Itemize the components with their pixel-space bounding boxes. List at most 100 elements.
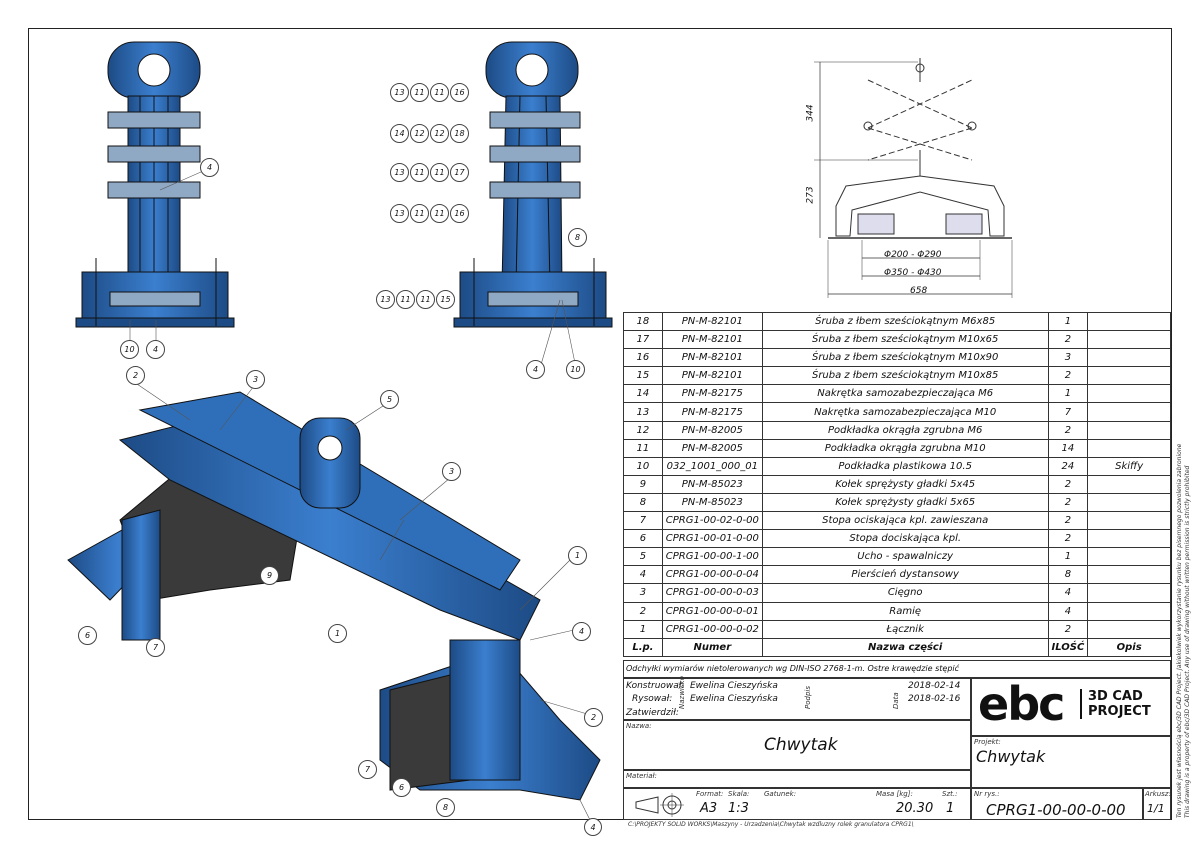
balloon: 11 (410, 204, 429, 223)
bom-cell-qty: 7 (1047, 402, 1089, 422)
side-view (453, 41, 613, 328)
balloon: 16 (450, 83, 469, 102)
bom-cell-number: CPRG1-00-00-0-02 (661, 619, 763, 639)
dim-inner: Φ200 - Φ290 (884, 250, 942, 260)
balloon-iso: 7 (358, 760, 377, 779)
balloon-iso: 7 (146, 638, 165, 657)
bom-cell-name: Ucho - spawalniczy (761, 547, 1049, 567)
bom-cell-desc: Skiffy (1087, 456, 1171, 476)
konstruowal-name: Ewelina Cieszyńska (690, 681, 778, 691)
balloon: 11 (410, 163, 429, 182)
bom-cell-name: Nakrętka samozabezpieczająca M10 (761, 402, 1049, 422)
bom-cell-lp: 16 (623, 348, 663, 368)
bom-cell-qty: 2 (1047, 366, 1089, 386)
bom-cell-name: Stopa ociskająca kpl. zawieszana (761, 511, 1049, 531)
bom-cell-desc (1087, 420, 1171, 440)
projection-symbol-icon (635, 793, 684, 817)
data-label: Data (892, 692, 900, 709)
balloon-iso: 5 (380, 390, 399, 409)
bom-cell-lp: 11 (623, 438, 663, 458)
nr-label: Nr rys.: (974, 790, 1000, 798)
dim-344: 344 (805, 104, 816, 122)
bom-cell-name: Śruba z łbem sześciokątnym M6x85 (761, 311, 1049, 332)
balloon-front-1: 4 (200, 158, 219, 177)
rysowal-date: 2018-02-16 (908, 694, 961, 704)
skala-label: Skala: (728, 790, 750, 798)
bom-cell-name: Śruba z łbem sześciokątnym M10x90 (761, 348, 1049, 368)
bom-header-name: Nazwa części (761, 637, 1049, 657)
arkusz-label: Arkusz: (1145, 790, 1171, 798)
balloon: 11 (430, 204, 449, 223)
copyright-note-en: This drawing is a property of ebc/3D CAD… (1184, 465, 1191, 818)
material-box: Materiał: (623, 770, 971, 788)
bom-cell-lp: 13 (623, 402, 663, 422)
bom-cell-name: Podkładka okrągła zgrubna M6 (761, 420, 1049, 440)
balloon: 13 (390, 83, 409, 102)
bom-header-qty: ILOŚĆ (1047, 637, 1089, 657)
bom-cell-desc (1087, 438, 1171, 458)
bom-cell-number: PN-M-82005 (661, 438, 763, 458)
bom-cell-lp: 15 (623, 366, 663, 386)
bom-cell-number: CPRG1-00-02-0-00 (661, 511, 763, 531)
schematic-view (814, 58, 1013, 298)
bom-cell-number: PN-M-85023 (661, 492, 763, 513)
file-path: C:\PROJEKTY SOLID WORKS\Maszyny - Urzadz… (628, 821, 914, 828)
bom-cell-qty: 2 (1047, 619, 1089, 639)
bom-cell-lp: 14 (623, 384, 663, 404)
balloon: 11 (430, 83, 449, 102)
bom-cell-desc (1087, 402, 1171, 422)
balloon: 18 (450, 124, 469, 143)
balloon: 11 (430, 163, 449, 182)
rysowal-label: Rysował: (632, 694, 673, 704)
logo-box: ebc 3D CAD PROJECT (971, 677, 1171, 736)
balloon: 13 (376, 290, 395, 309)
bom-cell-lp: 9 (623, 474, 663, 494)
bom-cell-qty: 2 (1047, 420, 1089, 440)
bom-cell-qty: 3 (1047, 348, 1089, 368)
skala-value: 1:3 (728, 801, 749, 816)
bom-cell-desc (1087, 330, 1171, 350)
bom-cell-desc (1087, 348, 1171, 368)
nazwisko-label: Nazwisko (678, 676, 686, 709)
balloon-iso: 2 (126, 366, 145, 385)
masa-value: 20.30 (896, 801, 934, 816)
bom-cell-name: Cięgno (761, 583, 1049, 603)
logo-sub1: 3D CAD (1088, 689, 1143, 704)
bom-cell-desc (1087, 474, 1171, 494)
konstruowal-label: Konstruował: (626, 681, 685, 691)
bom-cell-desc (1087, 529, 1171, 549)
bom-cell-qty: 2 (1047, 529, 1089, 549)
bom-cell-lp: 4 (623, 565, 663, 585)
drawing-frame (28, 28, 1172, 820)
bom-cell-desc (1087, 511, 1171, 531)
bom-cell-qty: 24 (1047, 456, 1089, 476)
balloon-side-4: 4 (526, 360, 545, 379)
format-row: Format: A3 Skala: 1:3 Gatunek: Masa [kg]… (623, 788, 971, 820)
bom-cell-number: CPRG1-00-00-0-04 (661, 565, 763, 585)
bom-cell-name: Kołek sprężysty gładki 5x45 (761, 474, 1049, 494)
bom-cell-qty: 2 (1047, 330, 1089, 350)
dim-width: 658 (910, 286, 928, 296)
projekt-value: Chwytak (976, 747, 1046, 766)
bom-cell-number: CPRG1-00-00-0-03 (661, 583, 763, 603)
format-value: A3 (700, 801, 718, 816)
balloon-iso: 4 (584, 818, 602, 836)
masa-label: Masa [kg]: (876, 790, 913, 798)
bom-cell-lp: 12 (623, 420, 663, 440)
balloon: 17 (450, 163, 469, 182)
balloon-front-3: 4 (146, 340, 165, 359)
bom-cell-desc (1087, 366, 1171, 386)
bom-cell-lp: 6 (623, 529, 663, 549)
material-label: Materiał: (626, 772, 657, 780)
